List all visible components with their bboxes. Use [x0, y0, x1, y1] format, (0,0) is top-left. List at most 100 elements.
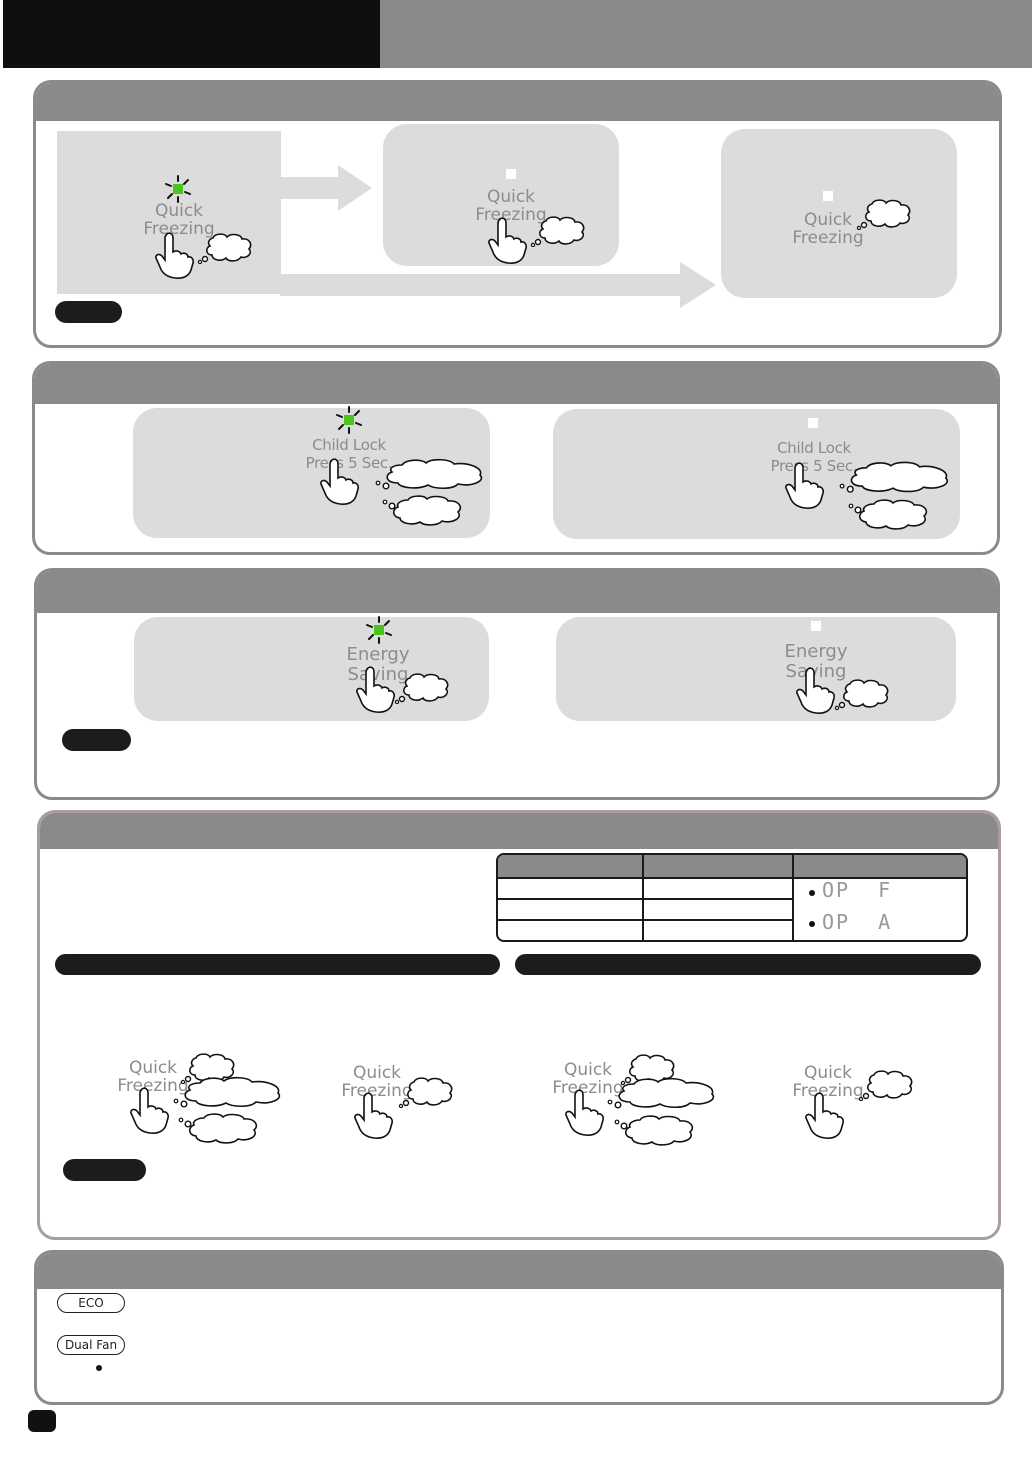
hand-press-icon[interactable]	[352, 1090, 396, 1140]
table-header-row	[498, 855, 966, 879]
quick-freezing-label: Quick Freezing	[112, 1059, 194, 1095]
table-divider	[792, 855, 794, 940]
hand-press-icon[interactable]	[794, 665, 838, 715]
label-line-2: Freezing	[117, 1076, 189, 1096]
led-off-icon	[506, 169, 516, 179]
label-line-2: Saving	[785, 661, 847, 682]
page-number-badge	[28, 1410, 56, 1432]
table-row-line	[498, 898, 792, 900]
label-line-1: Energy	[784, 641, 848, 662]
label-line-1: Quick	[486, 187, 536, 207]
thought-bubble-icon	[173, 1076, 281, 1108]
section-header-bar	[35, 364, 997, 404]
energy-saving-panel-on	[134, 617, 489, 721]
led-off-icon	[808, 418, 818, 428]
label-line-1: Quick	[352, 1063, 402, 1083]
hand-press-icon[interactable]	[803, 1090, 847, 1140]
led-on-icon	[165, 175, 191, 203]
thought-bubble-icon	[180, 1053, 235, 1084]
label-line-1: Quick	[803, 1063, 853, 1083]
bullet-icon	[96, 1365, 102, 1371]
section-header-bar	[37, 571, 997, 613]
label-line-2: Freezing	[475, 205, 547, 225]
thought-bubble-icon	[848, 499, 928, 530]
section-header-bar	[36, 83, 999, 121]
child-lock-label: Child Lock Press 5 Sec.	[768, 439, 860, 475]
note-badge	[55, 301, 122, 323]
label-line-1: Quick	[128, 1058, 178, 1078]
thought-bubble-icon	[839, 461, 949, 493]
table-divider	[642, 855, 644, 940]
hand-press-icon[interactable]	[153, 230, 197, 280]
section-header-bar	[37, 1253, 1001, 1289]
quick-freezing-label: Quick Freezing	[787, 1064, 869, 1100]
label-line-2: Saving	[347, 664, 409, 685]
arrow-right-icon	[280, 262, 716, 308]
dual-fan-tag: Dual Fan	[57, 1335, 125, 1355]
quick-freezing-label: Quick Freezing	[547, 1061, 629, 1097]
label-line-2: Press 5 Sec.	[770, 457, 858, 475]
thought-bubble-icon	[530, 216, 585, 247]
label-line-2: Freezing	[552, 1078, 624, 1098]
hand-press-icon[interactable]	[128, 1085, 172, 1135]
hand-press-icon[interactable]	[486, 215, 530, 265]
thought-bubble-icon	[607, 1077, 715, 1109]
label-line-2: Freezing	[143, 219, 215, 239]
mode-table: OP F OP A	[496, 853, 968, 942]
thought-bubble-icon	[614, 1115, 694, 1146]
energy-saving-panel-off	[556, 617, 956, 721]
label-line-2: Freezing	[792, 1081, 864, 1101]
label-line-1: Quick	[803, 210, 853, 230]
label-line-2: Press 5 Sec.	[305, 454, 393, 472]
thought-bubble-icon	[375, 458, 483, 490]
thought-bubble-icon	[858, 1070, 913, 1101]
quick-freezing-label: Quick Freezing	[787, 211, 869, 247]
label-line-1: Quick	[563, 1060, 613, 1080]
eco-tag: ECO	[57, 1293, 125, 1313]
thought-bubble-icon	[197, 233, 252, 264]
label-line-1: Child Lock	[312, 436, 386, 454]
quick-freezing-label: Quick Freezing	[336, 1064, 418, 1100]
led-on-icon	[366, 616, 392, 644]
quick-freezing-panel-auto-off	[721, 129, 957, 298]
label-line-1: Energy	[346, 644, 410, 665]
table-row-line	[498, 919, 792, 921]
header-subtitle-block	[380, 0, 1032, 68]
thought-bubble-icon	[620, 1054, 675, 1085]
section-operation-mode	[37, 810, 1001, 1240]
label-line-2: Freezing	[341, 1081, 413, 1101]
bullet-icon	[809, 921, 815, 927]
thought-bubble-icon	[834, 679, 889, 710]
note-badge	[62, 729, 131, 751]
section-features	[34, 1250, 1004, 1405]
bullet-icon	[809, 890, 815, 896]
section-header-bar	[40, 813, 998, 849]
display-code-f: OP F	[822, 878, 893, 902]
label-line-1: Quick	[154, 201, 204, 221]
label-line-1: Child Lock	[777, 439, 851, 457]
header-title-block	[3, 0, 380, 68]
thought-bubble-icon	[398, 1077, 453, 1108]
subsection-bar-left	[55, 954, 500, 975]
label-line-2: Freezing	[792, 228, 864, 248]
quick-freezing-label: Quick Freezing	[470, 188, 552, 224]
thought-bubble-icon	[394, 673, 449, 704]
hand-press-icon[interactable]	[563, 1087, 607, 1137]
led-off-icon	[823, 191, 833, 201]
hand-press-icon[interactable]	[354, 664, 398, 714]
energy-saving-label: Energy Saving	[776, 642, 856, 682]
arrow-right-icon	[280, 165, 372, 211]
hand-press-icon[interactable]	[318, 456, 362, 506]
child-lock-label: Child Lock Press 5 Sec.	[303, 436, 395, 472]
energy-saving-label: Energy Saving	[338, 645, 418, 685]
led-off-icon	[811, 621, 821, 631]
thought-bubble-icon	[382, 495, 462, 526]
note-badge	[63, 1159, 146, 1181]
led-on-icon	[336, 406, 362, 434]
thought-bubble-icon	[856, 199, 911, 230]
thought-bubble-icon	[178, 1113, 258, 1144]
display-code-a: OP A	[822, 910, 893, 934]
quick-freezing-label: Quick Freezing	[138, 202, 220, 238]
hand-press-icon[interactable]	[783, 460, 827, 510]
subsection-bar-right	[515, 954, 981, 975]
